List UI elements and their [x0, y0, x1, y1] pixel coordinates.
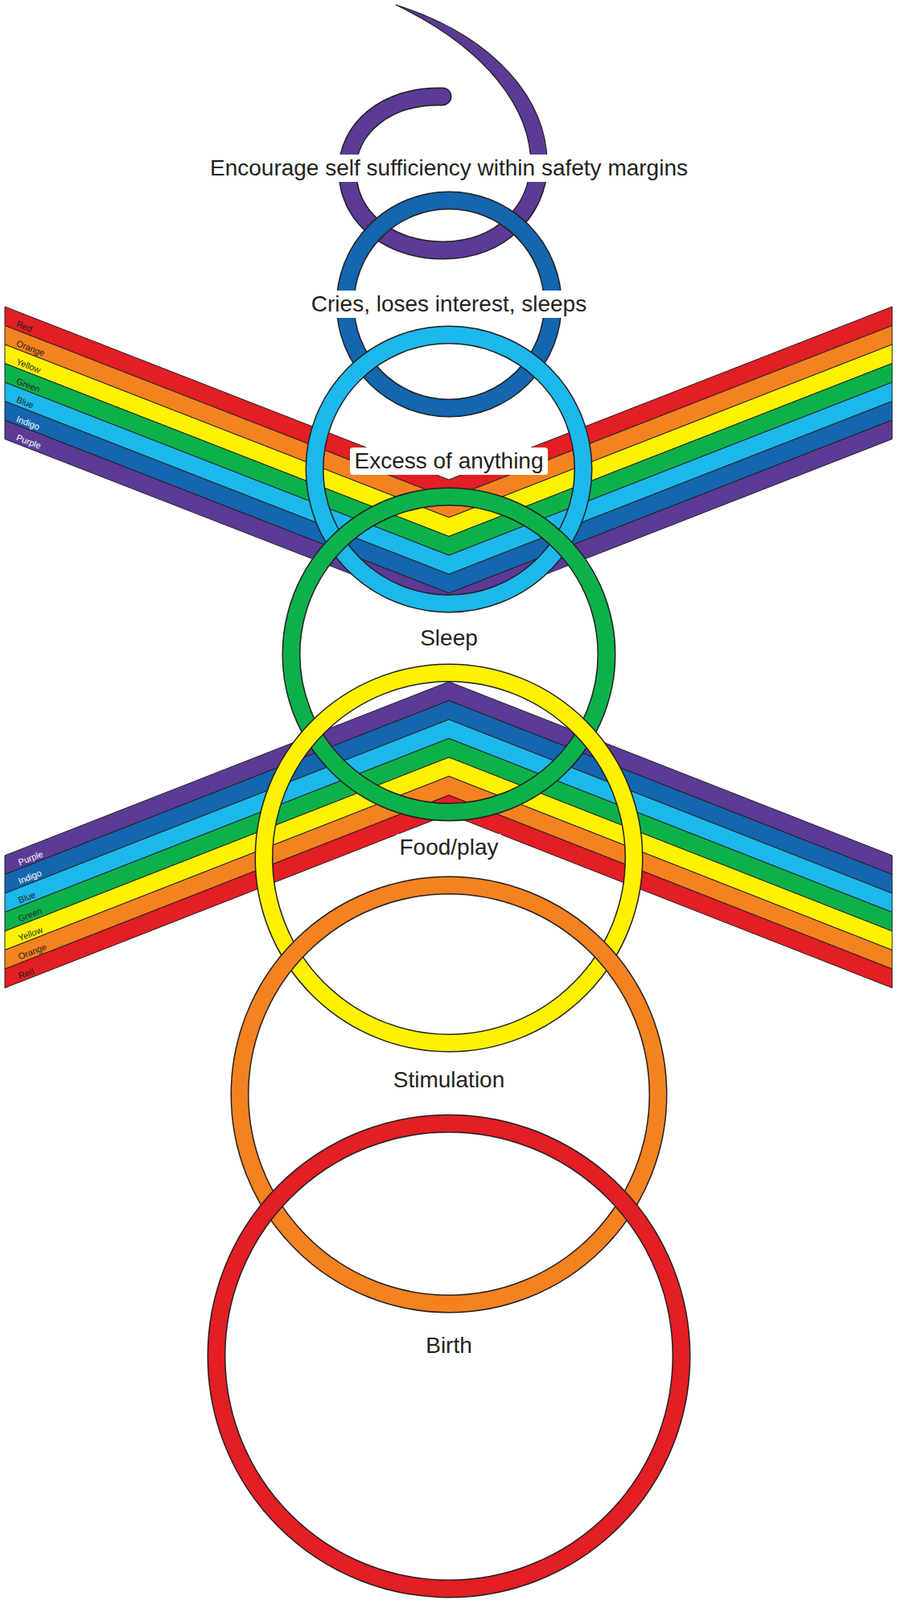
shape-group: [347, 4, 548, 251]
node-text: Encourage self sufficiency within safety…: [205, 154, 692, 182]
shape-group: [291, 496, 607, 812]
ring-outline: [291, 496, 607, 812]
ring: [263, 672, 634, 1043]
ring-node: Sleep: [281, 486, 617, 822]
node-text: Birth: [421, 1331, 477, 1359]
shape-group: [216, 1123, 682, 1589]
shape-group: [263, 672, 634, 1043]
node-shape: [230, 875, 668, 1313]
node-text: Stimulation: [389, 1065, 510, 1094]
ring-node: Stimulation: [230, 875, 668, 1313]
node-text: Excess of anything: [349, 447, 548, 475]
ring-node: Excess of anything: [304, 325, 593, 614]
node-text: Food/play: [395, 833, 503, 861]
ring: [216, 1123, 682, 1589]
ring-outline: [216, 1123, 682, 1589]
ring-outline: [314, 334, 584, 604]
node-text: Cries, loses interest, sleeps: [307, 290, 591, 318]
ring: [239, 884, 659, 1304]
ring-outline: [263, 672, 634, 1043]
spiral-tail: [395, 4, 548, 165]
node-shape: [281, 486, 617, 822]
ring-node: Birth: [206, 1113, 692, 1598]
ring-node: Food/play: [254, 662, 644, 1053]
node-shape: [199, 0, 699, 263]
band-label: Red: [16, 964, 36, 980]
ring: [314, 334, 584, 604]
purple-band: [4, 419, 893, 613]
shape-group: [239, 884, 659, 1304]
ring: [291, 496, 607, 812]
node-text: Sleep: [415, 624, 482, 652]
shape-group: [314, 334, 584, 604]
spiral-node: Encourage self sufficiency within safety…: [199, 0, 699, 263]
ring-outline: [239, 884, 659, 1304]
